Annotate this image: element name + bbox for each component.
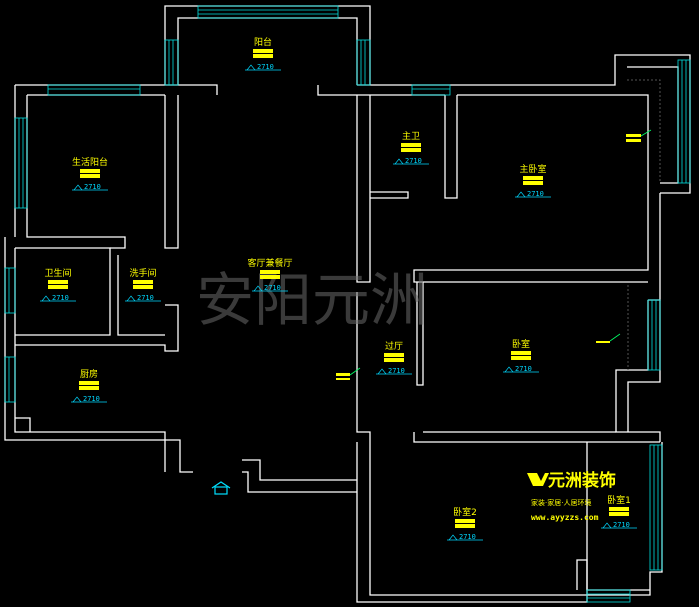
- room-tag-bar: [80, 174, 100, 178]
- room-tag-bar: [253, 54, 273, 58]
- room-tag-bar: [401, 148, 421, 152]
- room-tag: 客厅兼餐厅 2710: [247, 257, 292, 292]
- room-tag-bar: [384, 358, 404, 362]
- room-ceiling-height: 2710: [257, 63, 274, 71]
- room-tag-bar: [511, 351, 531, 355]
- brand-name: 元洲装饰: [548, 470, 616, 491]
- room-name: 卧室2: [453, 506, 477, 518]
- room-name: 卧室1: [607, 494, 631, 506]
- room-name: 阳台: [254, 36, 272, 48]
- room-tag: 卧室2 2710: [447, 506, 483, 541]
- room-name: 主卫: [402, 130, 420, 142]
- room-tag: 阳台 2710: [245, 36, 281, 71]
- windows: [4, 5, 691, 603]
- room-tag: 卫生间 2710: [40, 267, 76, 302]
- room-name: 卫生间: [44, 267, 71, 279]
- room-tag: 厨房 2710: [71, 368, 107, 403]
- room-name: 生活阳台: [72, 156, 108, 168]
- room-tag-bar: [260, 275, 280, 279]
- room-tag-bar: [609, 507, 629, 511]
- room-tag: 过厅 2710: [376, 340, 412, 375]
- room-tag: 主卧室 2710: [515, 163, 551, 198]
- room-tag: 卧室 2710: [503, 338, 539, 373]
- room-ceiling-height: 2710: [137, 294, 154, 302]
- room-tag-bar: [253, 49, 273, 53]
- door-markers: [336, 129, 652, 380]
- room-ceiling-height: 2710: [613, 521, 630, 529]
- room-tag-bar: [511, 356, 531, 360]
- room-tag-bar: [79, 386, 99, 390]
- level-marker-icon: [72, 396, 82, 403]
- brand-logo: 元洲装饰 家装·家居·人居环境 www.ayyzzs.com: [527, 470, 616, 522]
- room-ceiling-height: 2710: [515, 365, 532, 373]
- level-marker-icon: [126, 295, 136, 302]
- level-marker-icon: [41, 295, 51, 302]
- brand-mark-icon: [527, 473, 549, 486]
- room-ceiling-height: 2710: [388, 367, 405, 375]
- room-tag-bar: [455, 524, 475, 528]
- room-tag-bar: [48, 285, 68, 289]
- level-marker-icon: [602, 522, 612, 529]
- room-ceiling-height: 2710: [264, 284, 281, 292]
- room-ceiling-height: 2710: [459, 533, 476, 541]
- room-name: 洗手间: [129, 267, 156, 279]
- room-ceiling-height: 2710: [405, 157, 422, 165]
- room-ceiling-height: 2710: [84, 183, 101, 191]
- room-name: 客厅兼餐厅: [247, 257, 292, 269]
- level-marker-icon: [448, 534, 458, 541]
- room-tag: 洗手间 2710: [125, 267, 161, 302]
- room-name: 厨房: [80, 368, 98, 380]
- room-tag-bar: [133, 280, 153, 284]
- room-tags: 阳台 2710 生活阳台 2710 主卫 2710 主卧室 2710 客厅兼餐厅 2710 卫生间 2…: [40, 36, 637, 541]
- room-tag-bar: [523, 181, 543, 185]
- level-marker-icon: [516, 191, 526, 198]
- room-ceiling-height: 2710: [527, 190, 544, 198]
- level-marker-icon: [394, 158, 404, 165]
- balcony-rail: [627, 79, 661, 370]
- room-tag-bar: [609, 512, 629, 516]
- level-marker-icon: [73, 184, 83, 191]
- entry-arrow-icon: [211, 481, 231, 495]
- room-tag-bar: [401, 143, 421, 147]
- level-marker-icon: [246, 64, 256, 71]
- room-tag-bar: [455, 519, 475, 523]
- room-tag-bar: [384, 353, 404, 357]
- room-tag-bar: [523, 176, 543, 180]
- watermark-text: 安阳元洲: [196, 266, 428, 334]
- level-marker-icon: [504, 366, 514, 373]
- level-marker-icon: [377, 368, 387, 375]
- room-tag: 卧室1 2710: [601, 494, 637, 529]
- room-ceiling-height: 2710: [52, 294, 69, 302]
- room-tag-bar: [79, 381, 99, 385]
- brand-tagline: 家装·家居·人居环境: [531, 498, 591, 507]
- room-name: 卧室: [512, 338, 530, 350]
- room-tag-bar: [260, 270, 280, 274]
- room-tag-bar: [133, 285, 153, 289]
- room-tag: 生活阳台 2710: [72, 156, 108, 191]
- room-ceiling-height: 2710: [83, 395, 100, 403]
- room-name: 过厅: [385, 340, 403, 352]
- room-tag: 主卫 2710: [393, 130, 429, 165]
- room-tag-bar: [80, 169, 100, 173]
- level-marker-icon: [253, 285, 263, 292]
- room-name: 主卧室: [519, 163, 546, 175]
- room-tag-bar: [48, 280, 68, 284]
- brand-url: www.ayyzzs.com: [531, 513, 599, 522]
